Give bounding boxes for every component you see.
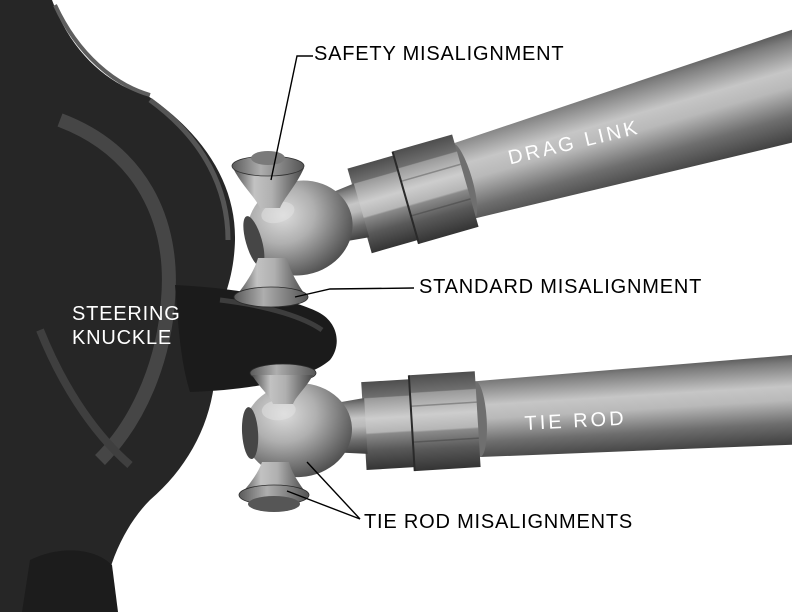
- tie-rod-misalignments-label: TIE ROD MISALIGNMENTS: [364, 511, 634, 533]
- steering-knuckle-label: STEERING KNUCKLE: [72, 302, 181, 350]
- safety-spacer-stud: [251, 151, 285, 165]
- knuckle-panel-highlight: [57, 113, 176, 465]
- hex-facet-line: [412, 437, 479, 443]
- safety-misalignment-label: SAFETY MISALIGNMENT: [314, 43, 565, 65]
- knuckle-top-highlight: [53, 4, 151, 97]
- tie-rod-assembly: [241, 350, 792, 478]
- hex-separation-line: [391, 151, 420, 245]
- tie-rod-tube: [475, 350, 792, 458]
- steering-knuckle-label-line1: STEERING: [72, 303, 181, 325]
- hex-facet-line: [400, 163, 461, 183]
- drag-link-housing-lip: [243, 216, 265, 267]
- tie-rod-top-misalignment-spacer: [249, 363, 317, 404]
- hex-facet-line: [410, 198, 471, 217]
- leader-line-tie-1: [306, 461, 361, 520]
- leader-line-tie-2: [286, 490, 361, 520]
- tie-rod-bottom-misalignment-spacer: [238, 462, 310, 512]
- steering-knuckle-body: [0, 0, 236, 612]
- tie-rod-jam-nut: [361, 379, 415, 471]
- knuckle-edge-highlight: [148, 97, 231, 241]
- leader-line-safety: [270, 55, 313, 181]
- drag-link-adapter-hex: [392, 134, 479, 244]
- tie-rod-ball-highlight: [261, 400, 296, 421]
- tie-rod-housing-lip: [241, 407, 259, 460]
- standard-misalignment-label: STANDARD MISALIGNMENT: [419, 276, 703, 298]
- arm-boss-highlight: [219, 297, 324, 333]
- knuckle-lower-highlight: [36, 328, 133, 469]
- knuckle-foot: [22, 550, 118, 612]
- leader-line-standard: [294, 287, 415, 298]
- standard-misalignment-spacer: [233, 258, 309, 308]
- hex-separation-line: [407, 375, 416, 472]
- steering-knuckle-label-line2: KNUCKLE: [72, 327, 173, 349]
- tie-rod-spacer-washer: [248, 496, 300, 512]
- tie-rod-adapter-hex: [408, 371, 481, 472]
- drag-link-assembly: [243, 22, 792, 276]
- hex-facet-line: [410, 401, 477, 407]
- drag-link-tube: [452, 22, 792, 219]
